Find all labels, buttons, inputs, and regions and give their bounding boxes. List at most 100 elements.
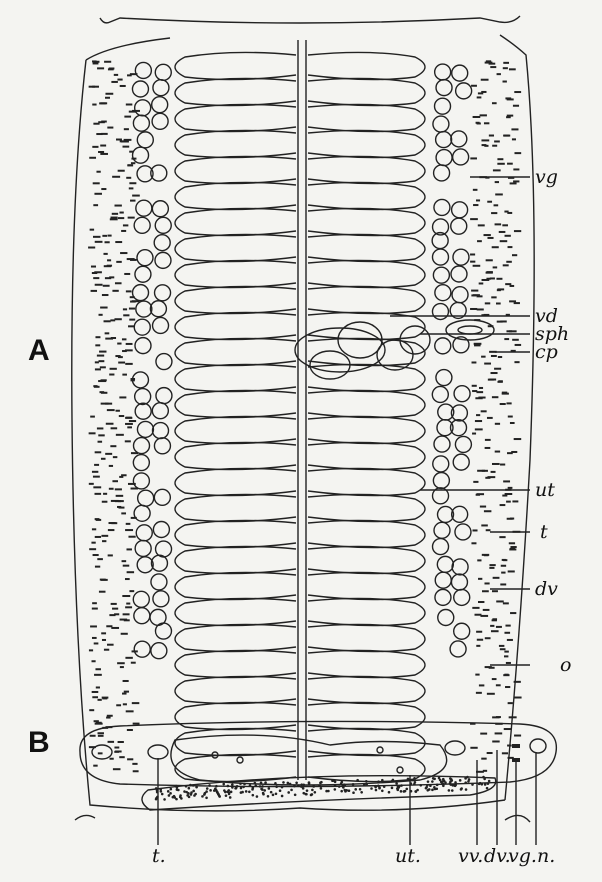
vitelline-dash: [92, 637, 97, 639]
vitelline-dash: [477, 240, 482, 242]
vitelline-dash: [114, 751, 119, 753]
vitelline-dash: [115, 355, 120, 357]
vitelline-dash: [120, 252, 127, 254]
vitelline-dash: [100, 366, 106, 368]
testis: [452, 65, 468, 81]
vitelline-dash: [499, 231, 506, 233]
vitelline-dash: [472, 390, 477, 392]
ovary-dot: [281, 795, 284, 798]
vitelline-dash: [476, 494, 480, 496]
vitelline-dash: [499, 536, 505, 538]
vitelline-dash: [95, 668, 100, 670]
testis: [451, 131, 467, 147]
vitelline-dash: [97, 355, 104, 357]
testis: [155, 285, 171, 301]
vitelline-dash: [101, 579, 108, 581]
testis: [437, 556, 453, 572]
vitelline-dash: [98, 434, 104, 436]
uterus-lobe: [175, 182, 296, 209]
vitelline-dash: [494, 204, 499, 206]
vitelline-dash: [125, 529, 133, 531]
vitelline-dash: [109, 614, 115, 616]
uterus-lobe: [308, 572, 425, 599]
vitelline-dash: [495, 732, 503, 734]
vitelline-dash: [497, 381, 502, 383]
label-cp: cp: [535, 341, 558, 363]
vitelline-dash: [117, 343, 121, 345]
vitelline-dash: [509, 68, 516, 70]
vitelline-dash: [89, 709, 94, 711]
vitelline-dash: [508, 487, 513, 489]
vitelline-dash: [475, 420, 482, 422]
vitelline-dash: [129, 187, 134, 189]
uterus-lobe: [308, 286, 425, 313]
vitelline-dash: [504, 655, 508, 657]
testis: [153, 317, 169, 333]
vitelline-dash: [106, 625, 112, 627]
vitelline-dash: [127, 426, 132, 428]
vitelline-dash: [118, 741, 124, 743]
testis: [435, 338, 451, 354]
vitelline-dash: [95, 566, 100, 568]
leader-lines-b: [158, 750, 536, 845]
vitelline-dash: [473, 481, 478, 483]
vitelline-dash: [487, 201, 492, 203]
vitelline-dash: [129, 319, 135, 321]
vitelline-dash: [489, 564, 495, 566]
ovary-dot: [260, 788, 263, 791]
vitelline-dash: [505, 283, 511, 285]
vitelline-dash: [504, 632, 510, 634]
vitelline-dash: [477, 639, 483, 641]
vitelline-dash: [106, 717, 110, 719]
vitelline-dash: [129, 308, 135, 310]
vitelline-dash: [90, 416, 95, 418]
testis: [154, 489, 170, 505]
vitelline-dash: [481, 524, 488, 526]
vitelline-dash: [122, 374, 127, 376]
vitelline-dash: [505, 97, 511, 99]
vitelline-dash: [130, 296, 135, 298]
ovary-dot: [375, 789, 378, 792]
uterus-lobe: [175, 650, 296, 677]
vitelline-dash: [101, 458, 106, 460]
ovary-dot: [486, 787, 489, 790]
vitelline-dash: [126, 104, 133, 106]
ovary-dot: [177, 789, 180, 792]
vitelline-dash: [489, 135, 494, 137]
vitelline-dash: [503, 135, 509, 137]
vitelline-dash: [101, 535, 108, 537]
vitelline-dash: [472, 433, 476, 435]
testis: [151, 555, 167, 571]
vitelline-dash: [508, 416, 513, 418]
testis: [133, 147, 149, 163]
ovary-dot: [460, 788, 463, 791]
vitelline-dash: [93, 182, 100, 184]
vitelline-dash: [100, 153, 108, 155]
vitelline-dash: [102, 639, 106, 641]
ovary-dot: [416, 789, 419, 792]
vitelline-dash: [470, 308, 477, 310]
panel-label-b: B: [28, 726, 50, 759]
vitelline-dash: [132, 650, 138, 652]
vitelline-dash: [125, 440, 131, 442]
vitelline-dash: [509, 716, 517, 718]
vitelline-dash: [102, 540, 106, 542]
vitelline-dash: [513, 105, 519, 107]
vitelline-dash: [126, 343, 133, 345]
testis: [434, 436, 450, 452]
vitelline-dash: [116, 139, 122, 141]
ovary-dot: [431, 789, 434, 792]
vitelline-dash: [99, 591, 106, 593]
vitelline-dash: [121, 474, 126, 476]
vitelline-dash: [89, 157, 96, 159]
testis: [433, 456, 449, 472]
testis: [156, 541, 172, 557]
testis: [150, 301, 166, 317]
vitelline-dash: [107, 715, 113, 717]
vitelline-dash: [101, 632, 106, 634]
vitelline-dash: [496, 684, 501, 686]
testis: [433, 539, 449, 555]
ovary-dot: [282, 781, 285, 784]
vitelline-dash: [487, 752, 493, 754]
vitelline-dash: [125, 363, 132, 365]
